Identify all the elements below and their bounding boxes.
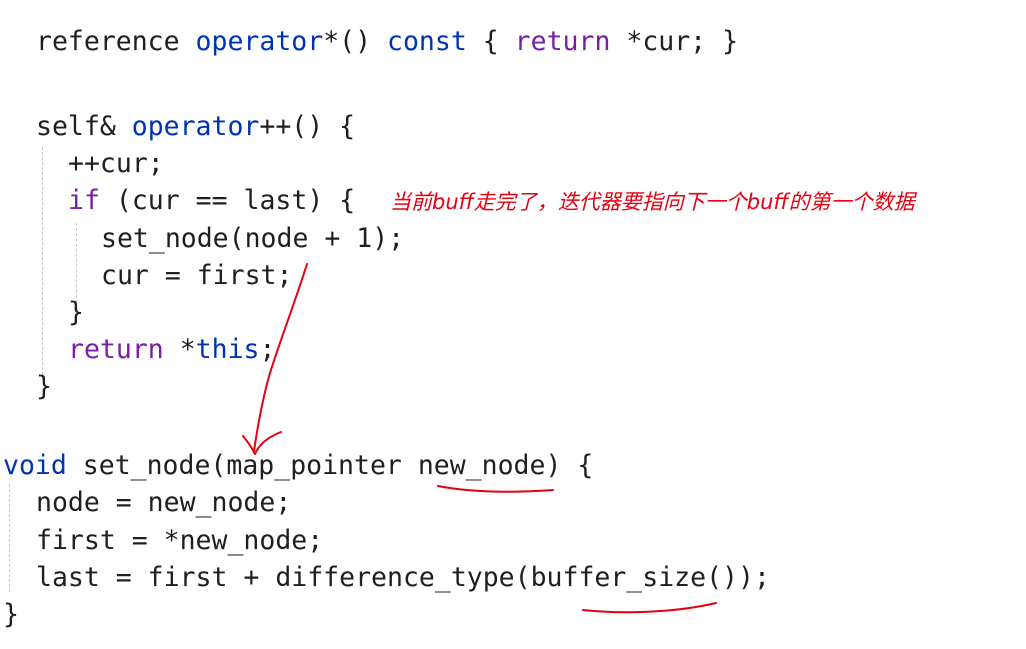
code-token: first = *new_node;: [36, 525, 324, 556]
indent-guide: [76, 223, 77, 303]
code-line-operator-close: }: [36, 372, 52, 402]
code-line-increment-cur: ++cur;: [68, 149, 164, 179]
annotation-underline-new-node: [437, 485, 554, 493]
keyword-token: if: [68, 185, 100, 216]
annotation-note: 当前buff走完了，迭代器要指向下一个buff的第一个数据: [390, 190, 915, 214]
code-line-cur-first: cur = first;: [101, 261, 292, 291]
code-token: ++cur;: [68, 148, 164, 179]
code-line-set-node-close: }: [3, 600, 19, 630]
indent-guide: [42, 147, 43, 380]
indent-guide: [9, 484, 10, 592]
code-line-if-close: }: [68, 298, 84, 328]
code-line-node-assign: node = new_node;: [36, 488, 291, 518]
code-token: }: [3, 599, 19, 630]
keyword-token: return: [514, 26, 611, 57]
code-line-void-set-node: void set_node(map_pointer new_node) {: [3, 451, 593, 481]
annotation-underline-buffer-size: [582, 602, 717, 614]
keyword-token: operator: [195, 26, 324, 57]
keyword-token: this: [195, 334, 260, 365]
code-token: node = new_node;: [36, 487, 292, 518]
code-token: set_node(map_pointer new_node) {: [66, 450, 594, 481]
code-token: ++() {: [259, 111, 356, 142]
code-line-reference-operator: reference operator*() const { return *cu…: [36, 27, 738, 57]
code-line-self-operator: self& operator++() {: [36, 112, 355, 142]
keyword-token: operator: [131, 111, 260, 142]
keyword-token: return: [68, 334, 164, 365]
code-token: }: [36, 371, 52, 402]
code-line-if-cur-last: if (cur == last) {: [68, 186, 355, 216]
code-token: *: [163, 334, 196, 365]
code-token: (cur == last) {: [99, 185, 356, 216]
code-token: set_node(node + 1);: [101, 223, 405, 254]
keyword-token: void: [3, 450, 67, 481]
code-token: last = first + difference_type(buffer_si…: [36, 562, 770, 593]
code-line-first-assign: first = *new_node;: [36, 526, 323, 556]
code-token: self&: [36, 111, 132, 142]
code-line-last-assign: last = first + difference_type(buffer_si…: [36, 563, 770, 593]
code-token: *cur; }: [610, 26, 739, 57]
code-token: cur = first;: [101, 260, 293, 291]
code-line-return-this: return *this;: [68, 335, 275, 365]
code-token: }: [68, 297, 84, 328]
code-token: ;: [259, 334, 276, 365]
code-token: reference: [36, 26, 196, 57]
code-token: {: [466, 26, 515, 57]
keyword-token: const: [387, 26, 467, 57]
code-token: *(): [323, 26, 388, 57]
code-line-set-node-call: set_node(node + 1);: [101, 224, 404, 254]
